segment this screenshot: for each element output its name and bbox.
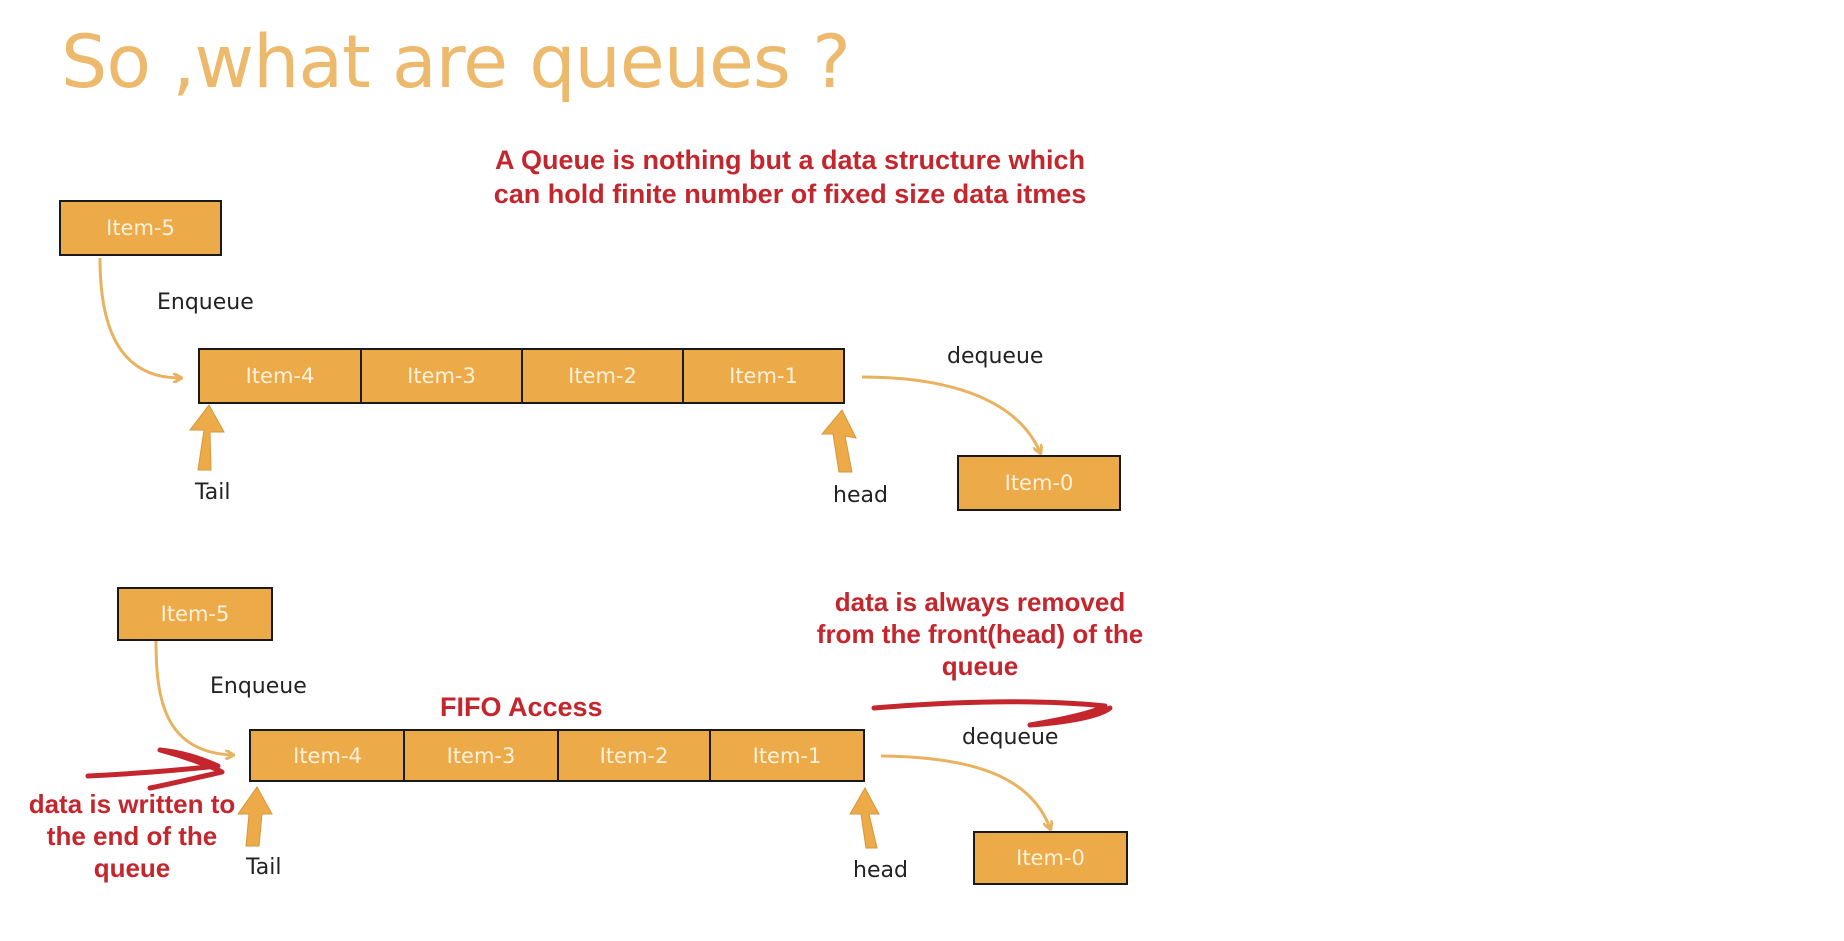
- fifo-access-label: FIFO Access: [440, 692, 603, 722]
- queue-cell: Item-1: [709, 729, 865, 782]
- head-pointer-arrow-2: [849, 786, 880, 849]
- removed-item-box-2: Item-0: [973, 831, 1128, 885]
- queue-cell: Item-4: [249, 729, 406, 782]
- removed-note: data is always removed from the front(he…: [790, 586, 1170, 682]
- dequeue-label-2: dequeue: [962, 725, 1059, 750]
- head-pointer-arrow-1: [820, 409, 857, 473]
- removed-note-line-3: queue: [941, 651, 1019, 681]
- queue-cell: Item-3: [403, 729, 559, 782]
- definition-note: A Queue is nothing but a data structure …: [460, 143, 1120, 211]
- removed-note-arrow: [871, 699, 1113, 728]
- removed-note-line-2: from the front(head) of the: [816, 619, 1144, 649]
- dequeue-label-1: dequeue: [947, 344, 1044, 369]
- tail-label-1: Tail: [195, 480, 231, 505]
- definition-line-1: A Queue is nothing but a data structure …: [494, 145, 1086, 175]
- queue-cell: Item-1: [682, 348, 845, 404]
- queue-cell: Item-2: [557, 729, 711, 782]
- head-label-2: head: [853, 858, 908, 883]
- new-item-box-1: Item-5: [59, 200, 222, 256]
- queue-cell: Item-2: [521, 348, 684, 404]
- tail-pointer-arrow-2: [237, 786, 273, 847]
- queue-cell: Item-3: [360, 348, 523, 404]
- enqueue-label-2: Enqueue: [210, 674, 307, 699]
- dequeue-arrow-2: [880, 754, 1050, 828]
- new-item-box-2: Item-5: [117, 587, 273, 641]
- queue-cell: Item-4: [198, 348, 362, 404]
- enqueue-arrow-1: [98, 257, 180, 378]
- written-note: data is written to the end of the queue: [12, 788, 252, 884]
- removed-note-line-1: data is always removed: [834, 587, 1126, 617]
- written-note-line-2: the end of the: [46, 821, 218, 851]
- written-note-line-1: data is written to: [28, 789, 236, 819]
- head-label-1: head: [833, 483, 888, 508]
- removed-item-box-1: Item-0: [957, 455, 1121, 511]
- written-note-line-3: queue: [93, 853, 171, 883]
- written-note-arrow: [85, 747, 225, 791]
- slide-title: So ,what are queues ?: [61, 20, 851, 105]
- definition-line-2: can hold finite number of fixed size dat…: [493, 179, 1087, 209]
- tail-label-2: Tail: [246, 855, 282, 880]
- dequeue-arrow-1: [861, 375, 1040, 452]
- enqueue-label-1: Enqueue: [157, 290, 254, 315]
- enqueue-arrow-2: [154, 640, 232, 755]
- tail-pointer-arrow-1: [188, 404, 225, 471]
